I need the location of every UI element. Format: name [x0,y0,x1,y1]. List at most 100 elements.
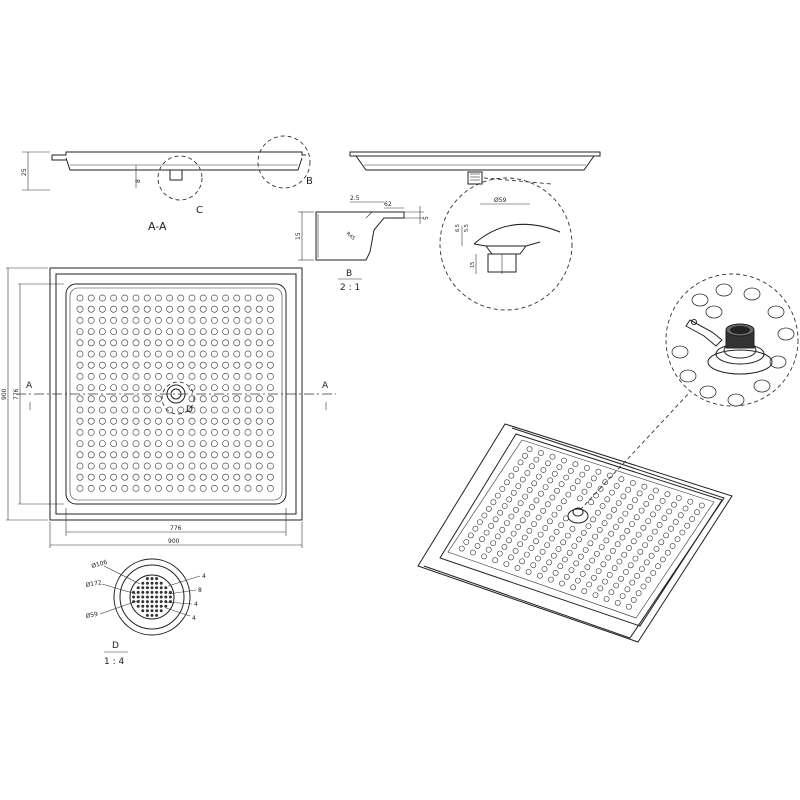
plan-dot [121,440,129,447]
iso-dot [623,569,629,575]
iso-dot [535,514,542,521]
plan-dot [266,417,274,425]
iso-dot [538,449,544,456]
iso-dot [586,482,592,488]
iso-dot [517,459,524,466]
iso-dot [529,463,535,470]
iso-dot [618,476,625,483]
plan-dot [87,305,95,313]
plan-dot [99,395,106,403]
plan-dot [87,350,95,358]
iso-dot [629,579,636,586]
plan-dot [121,294,129,302]
detail-b-dim-2: 62 [384,201,392,208]
iso-dot [490,499,497,506]
plan-dot [87,462,95,470]
plan-dot [199,339,207,347]
plan-dot [222,484,229,492]
iso-dot [553,528,560,535]
plan-dim-height-inner: 776 [13,388,20,400]
iso-dot [615,500,622,506]
iso-dot [632,555,639,562]
iso-dot [624,586,631,593]
plan-dot [255,462,263,470]
plan-dot [87,440,95,447]
plan-dot [233,372,241,380]
iso-dot [626,545,632,551]
detail-d-grate-holes [132,577,172,617]
iso-dot [611,506,617,513]
plan-dot [188,451,196,459]
grate-hole [150,609,154,613]
plan-dot [87,473,95,481]
plan-dot [76,406,84,414]
detail-c-diameter: Ø59 [494,197,507,204]
plan-dot [233,294,241,302]
side-elevation [349,151,601,185]
plan-dot [266,316,274,324]
iso-dot [535,555,541,562]
plan-dot [110,406,117,414]
grate-hole [145,609,149,613]
iso-dot [609,489,615,496]
plan-dot [210,316,218,324]
plan-dot [143,484,151,492]
plan-dot [76,339,84,347]
plan-dot [177,417,185,425]
plan-dot [266,294,274,302]
plan-dot [110,328,117,335]
plan-dot [154,328,162,335]
plan-dot [99,406,106,414]
iso-dot [467,532,474,539]
plan-dot [110,339,117,347]
grate-hole [159,609,163,613]
plan-dot [199,417,207,425]
isometric-view [417,273,799,643]
iso-dot [492,557,499,564]
detail-d-callout-5: 8 [198,587,202,594]
plan-dot [177,316,185,324]
plan-dot [222,417,229,425]
plan-dot [110,372,117,380]
detail-d-callout-4: 4 [202,573,206,580]
iso-dot [503,561,510,567]
plan-dot [177,484,185,492]
iso-dot [533,456,540,463]
plan-dot [222,339,229,347]
grate-hole [136,595,140,599]
detail-b-circle [257,135,311,189]
iso-dot [651,528,658,535]
detail-d-title: D [112,641,119,651]
plan-drain-marker: D [186,405,193,415]
plan-dot [177,361,185,369]
grate-hole [145,590,149,594]
iso-dot [563,474,570,481]
plan-dot [110,316,117,324]
plan-dot [143,350,151,358]
plan-dot [199,328,207,335]
plan-dot [87,395,95,403]
plan-dot [76,294,84,302]
iso-dot [554,487,560,494]
plan-dot [244,372,252,380]
grate-hole [168,590,172,594]
iso-dot [635,531,642,538]
plan-dot [154,395,162,403]
plan-dot [199,440,207,447]
plan-dot [166,473,173,481]
iso-dot [610,548,616,554]
grate-hole [155,609,159,613]
iso-dot [531,521,537,527]
plan-dot [177,451,185,459]
plan-dot [143,305,151,313]
iso-detail-dot [727,393,745,407]
plan-dot [177,473,185,481]
iso-dot [588,499,595,506]
plan-dot [87,384,95,391]
grate-hole [150,613,154,617]
iso-dot [592,533,598,540]
plan-dot [99,462,106,470]
iso-dot [503,479,510,486]
iso-dot [568,567,575,573]
iso-dot [570,584,577,591]
